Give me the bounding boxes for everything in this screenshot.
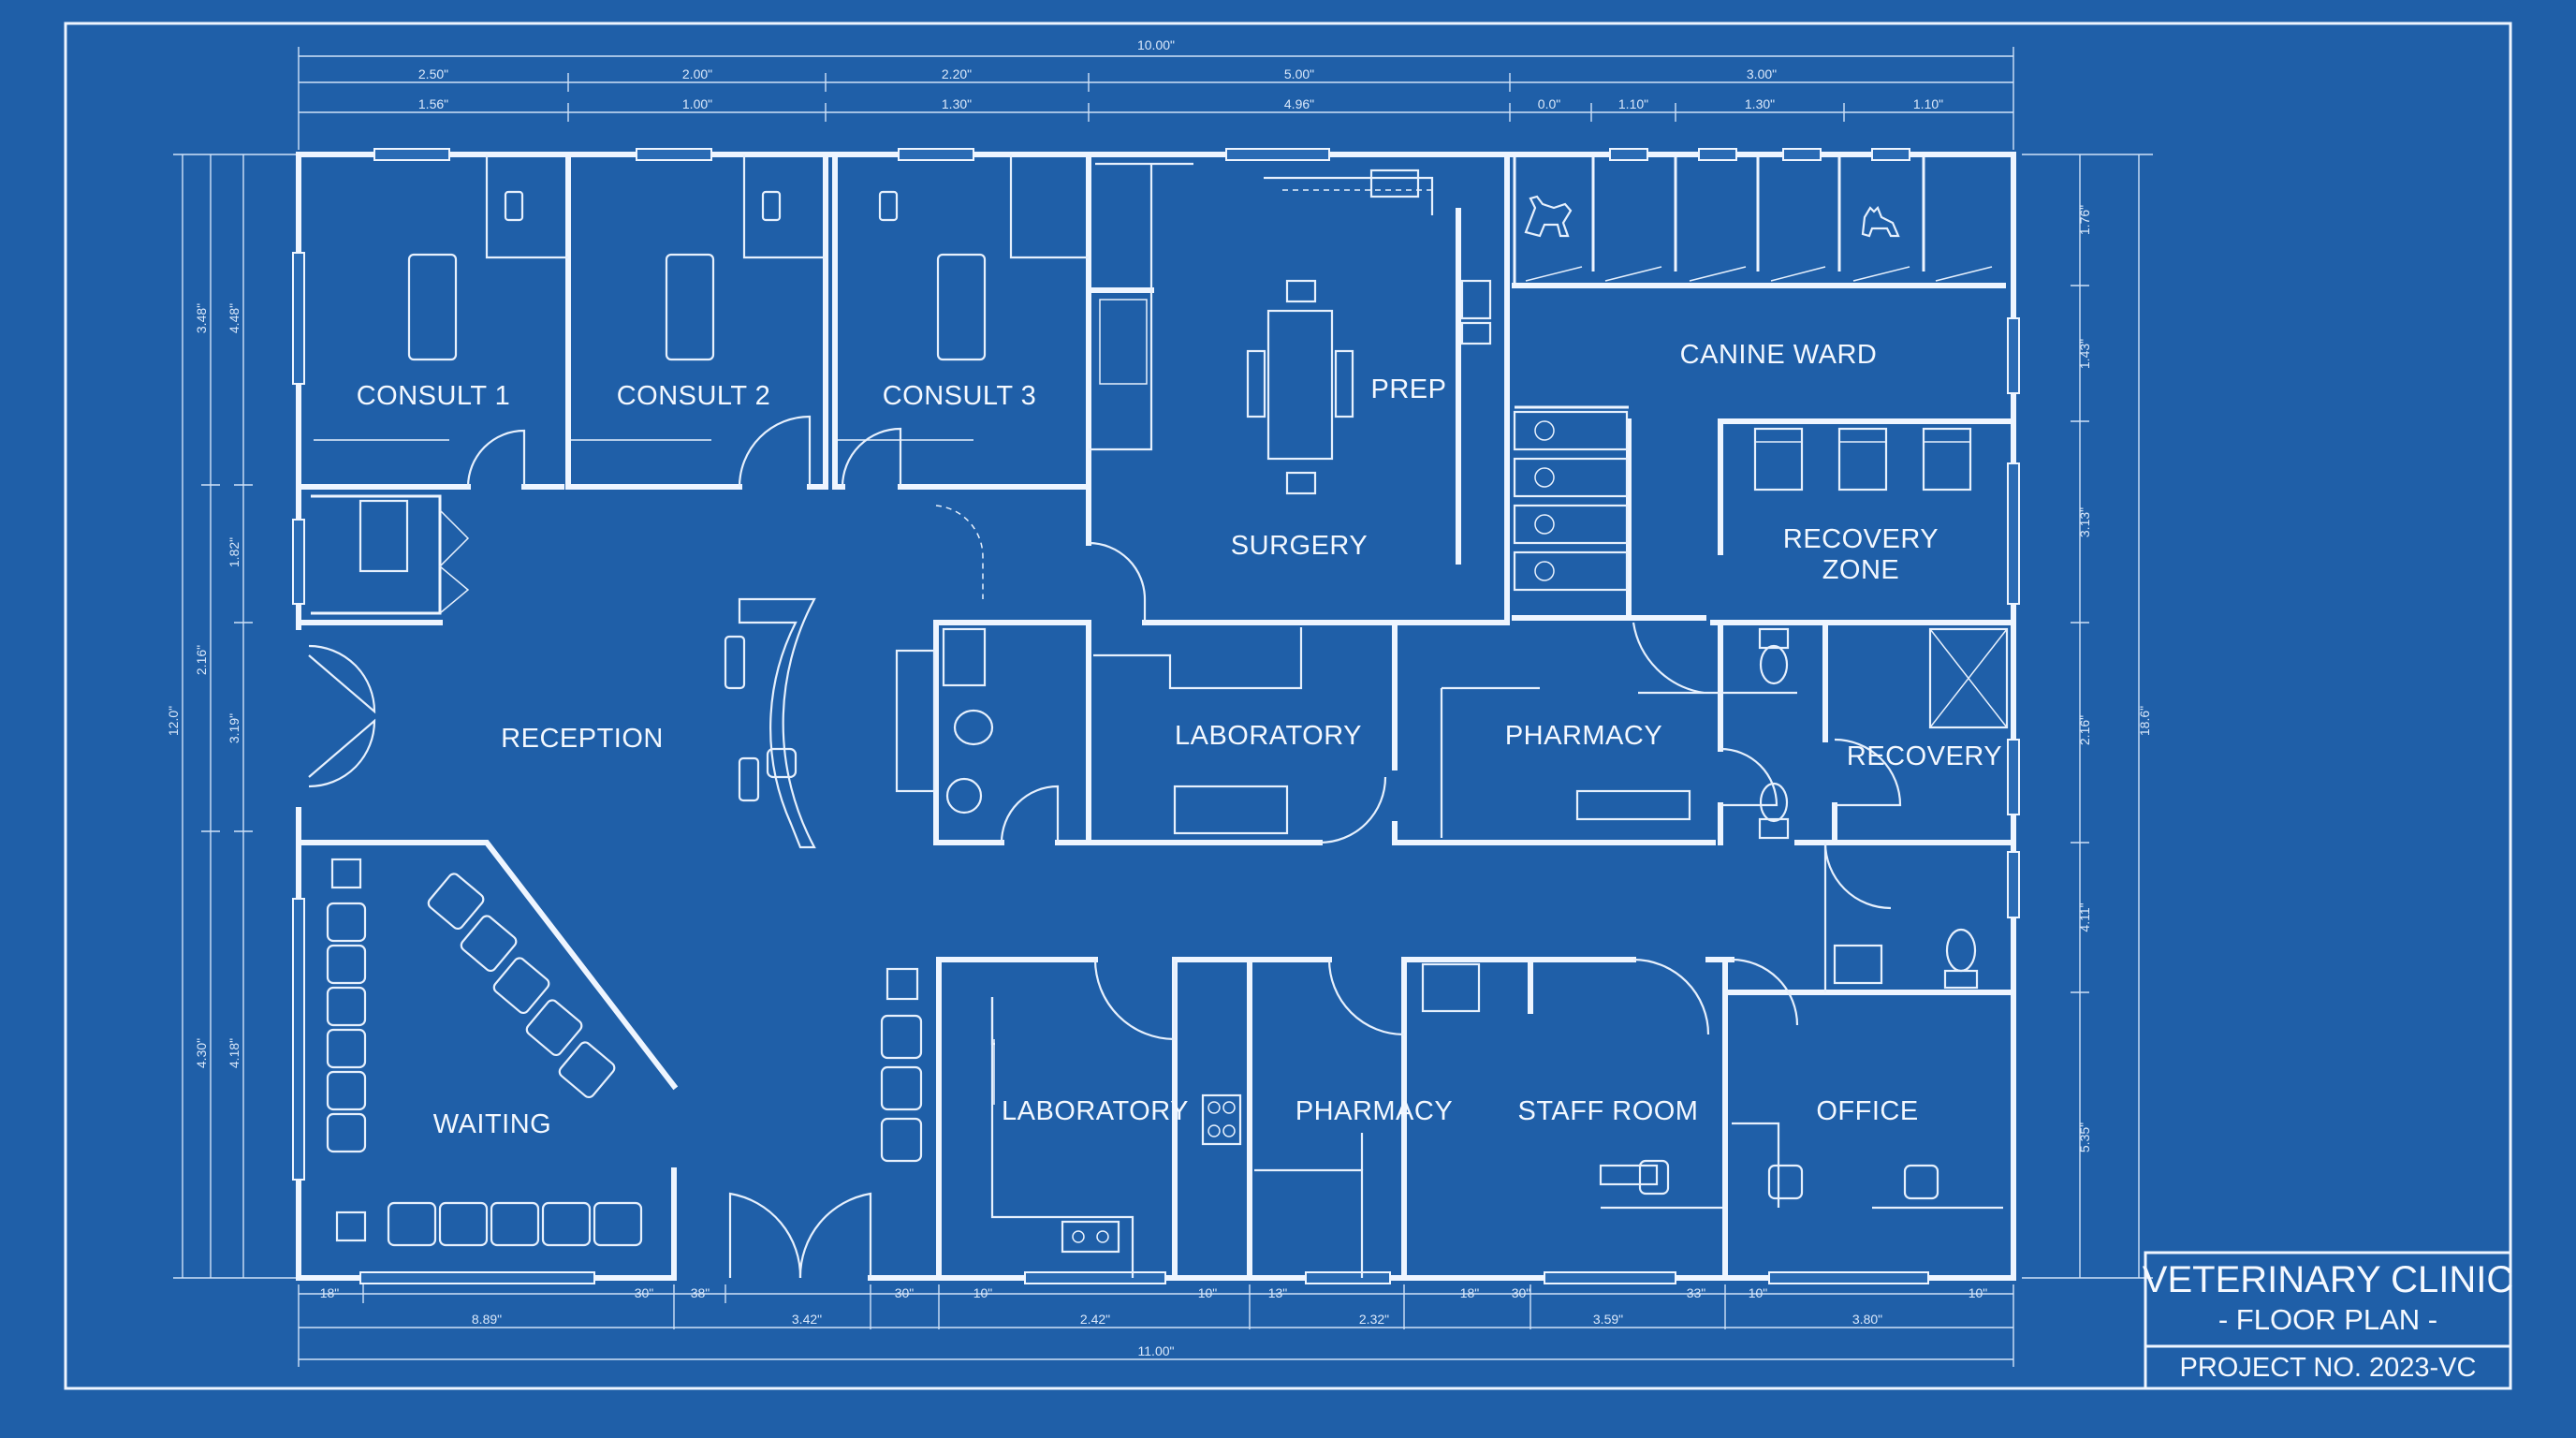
room-recovery: RECOVERY: [1847, 741, 2002, 771]
top-dimensions: 10.00" 2.50" 2.00" 2.20" 5.00" 3.00" 1.5…: [298, 37, 2014, 150]
dim-bot-r2-1: 8.89": [472, 1312, 502, 1327]
dim-right-outer: 18.6": [2137, 706, 2152, 736]
title-block-project: PROJECT NO. 2023-VC: [2180, 1353, 2477, 1383]
room-consult-3: CONSULT 3: [883, 381, 1037, 411]
dim-bot-r2-6: 3.80": [1852, 1312, 1882, 1327]
dim-bot-r2-3: 2.42": [1080, 1312, 1110, 1327]
room-waiting: WAITING: [433, 1109, 551, 1139]
dim-left-mid-1: 3.48": [194, 303, 209, 333]
dim-left-inner-3: 3.19": [227, 713, 242, 743]
dim-left-mid-3: 4.30": [194, 1038, 209, 1068]
dim-top-r2-7: 1.30": [1745, 96, 1775, 111]
room-reception: RECEPTION: [501, 724, 664, 754]
room-pharmacy-lower: PHARMACY: [1295, 1096, 1453, 1126]
dim-top-r1-4: 5.00": [1284, 66, 1314, 81]
dim-top-r2-2: 1.00": [682, 96, 712, 111]
dim-bot-overall: 11.00": [1138, 1343, 1175, 1358]
dim-right-inner-3: 3.13": [2077, 507, 2092, 537]
cat-icon: [1861, 206, 1900, 238]
dim-top-r2-4: 4.96": [1284, 96, 1314, 111]
room-prep: PREP: [1371, 374, 1447, 404]
dim-bot-r1-4: 30": [895, 1285, 915, 1300]
dim-top-r2-5: 0.0": [1538, 96, 1560, 111]
dim-top-r1-3: 2.20": [942, 66, 972, 81]
dim-left-mid-2: 2.16": [194, 645, 209, 675]
dim-left-inner-1: 4.48": [227, 303, 242, 333]
dim-right-inner-2: 1.43": [2077, 339, 2092, 369]
dim-left-inner-2: 1.82": [227, 537, 242, 567]
dim-bot-r2-5: 3.59": [1593, 1312, 1623, 1327]
dim-top-r2-1: 1.56": [418, 96, 448, 111]
dim-bot-r1-3: 38": [691, 1285, 710, 1300]
dim-top-r2-6: 1.10": [1618, 96, 1648, 111]
room-office: OFFICE: [1816, 1096, 1918, 1126]
door-swings: [308, 415, 1902, 1279]
title-block: VETERINARY CLINIC - FLOOR PLAN - PROJECT…: [2143, 1251, 2513, 1390]
room-labels: CONSULT 1 CONSULT 2 CONSULT 3 PREP SURGE…: [357, 340, 2002, 1139]
room-laboratory-lower: LABORATORY: [1002, 1096, 1189, 1126]
exterior-walls: [292, 148, 2020, 1284]
bottom-dimensions: 18" 30" 38" 30" 10" 10" 13" 18" 30" 33" …: [298, 1284, 2014, 1367]
dim-bot-r1-2: 30": [635, 1285, 654, 1300]
room-pharmacy-upper: PHARMACY: [1505, 721, 1662, 751]
sheet-border: [64, 22, 2512, 1390]
dim-top-r1-1: 2.50": [418, 66, 448, 81]
room-surgery: SURGERY: [1231, 531, 1368, 561]
left-dimensions: 12.0" 3.48" 2.16" 4.30" 4.48" 1.82" 3.19…: [166, 154, 300, 1279]
dim-right-inner-1: 1.76": [2077, 205, 2092, 235]
dim-top-overall: 10.00": [1137, 37, 1175, 52]
room-canine-ward: CANINE WARD: [1680, 340, 1878, 370]
dim-bot-r1-9: 30": [1512, 1285, 1531, 1300]
room-consult-2: CONSULT 2: [617, 381, 771, 411]
dim-bot-r1-8: 18": [1460, 1285, 1480, 1300]
title-block-subtitle: - FLOOR PLAN -: [2218, 1303, 2437, 1336]
room-consult-1: CONSULT 1: [357, 381, 511, 411]
dim-left-outer: 12.0": [166, 706, 181, 736]
dim-bot-r1-12: 10": [1969, 1285, 1988, 1300]
dim-top-r1-2: 2.00": [682, 66, 712, 81]
dim-top-r1-5: 3.00": [1747, 66, 1777, 81]
dim-bot-r1-6: 10": [1198, 1285, 1218, 1300]
dim-bot-r1-7: 13": [1268, 1285, 1288, 1300]
dog-icon: [1524, 195, 1573, 238]
room-staff-room: STAFF ROOM: [1518, 1096, 1699, 1126]
room-recovery-zone-line1: RECOVERY: [1783, 524, 1939, 554]
dim-bot-r1-10: 33": [1687, 1285, 1706, 1300]
dim-left-inner-4: 4.18": [227, 1038, 242, 1068]
dim-bot-r2-2: 3.42": [792, 1312, 822, 1327]
title-block-title: VETERINARY CLINIC: [2143, 1259, 2513, 1300]
fixtures: [314, 154, 2009, 1278]
dim-bot-r1-11: 10": [1749, 1285, 1768, 1300]
room-laboratory-upper: LABORATORY: [1175, 721, 1362, 751]
dim-right-inner-4: 2.16": [2077, 715, 2092, 745]
dim-right-inner-5: 4.11": [2077, 902, 2092, 932]
dim-right-inner-6: 5.35": [2077, 1123, 2092, 1152]
right-dimensions: 1.76" 1.43" 3.13" 2.16" 4.11" 5.35" 18.6…: [2022, 154, 2153, 1279]
dim-top-r2-3: 1.30": [942, 96, 972, 111]
interior-walls: [296, 152, 2016, 1281]
dim-top-r2-8: 1.10": [1913, 96, 1943, 111]
dim-bot-r1-1: 18": [320, 1285, 340, 1300]
dim-bot-r2-4: 2.32": [1359, 1312, 1389, 1327]
dim-bot-r1-5: 10": [973, 1285, 993, 1300]
room-recovery-zone-line2: ZONE: [1822, 555, 1900, 585]
